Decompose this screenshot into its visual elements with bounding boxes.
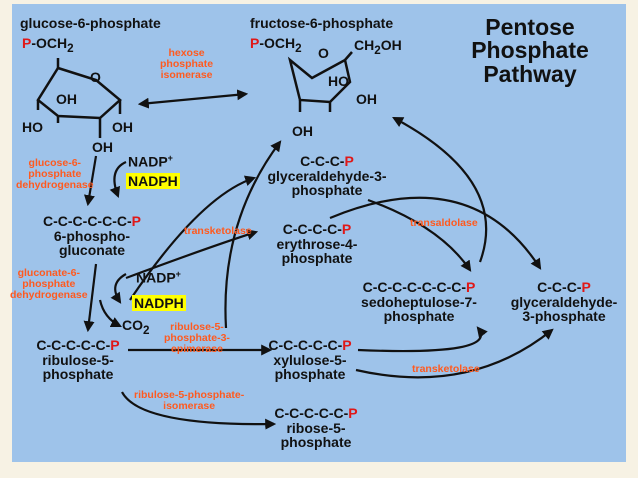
g6p-oh-bottom: OH xyxy=(92,139,113,155)
g6p-name: glucose-6-phosphate xyxy=(20,15,161,31)
g6p-phosphate-group: P-OCH2 xyxy=(22,35,74,55)
f6p-phosphate-group: P-OCH2 xyxy=(250,35,302,55)
enzyme-transketolase-1: transketolase xyxy=(184,225,252,237)
arrow-co2 xyxy=(98,299,122,327)
f6p-oh-bottom: OH xyxy=(292,123,313,139)
arrow-gluconate-dh xyxy=(83,263,98,333)
compound-ribulose-5-phosphate: C-C-C-C-C-P ribulose-5- phosphate xyxy=(36,337,120,383)
arrow-g6pdh xyxy=(84,155,98,207)
glucose-ring-stubs xyxy=(36,58,122,138)
enzyme-hexose-isomerase: hexose phosphate isomerase xyxy=(160,47,214,82)
page-title: Pentose Phosphate Pathway xyxy=(458,14,602,87)
arrow-nadp-2 xyxy=(110,273,127,304)
f6p-name: fructose-6-phosphate xyxy=(250,15,394,31)
arrow-hexose-isomerase xyxy=(137,89,249,109)
g6p-ho-left: HO xyxy=(22,119,43,135)
enzyme-isomerase: ribulose-5-phosphate- isomerase xyxy=(134,389,245,413)
enzyme-transketolase-2: transketolase xyxy=(412,363,480,375)
f6p-ring-o: O xyxy=(318,45,329,61)
arrow-transaldolase-b xyxy=(329,196,542,270)
g6p-oh-right: OH xyxy=(112,119,133,135)
f6p-p: P xyxy=(250,35,260,51)
enzyme-epimerase: ribulose-5- phosphate-3- epimerase xyxy=(164,321,230,356)
arrow-transketolase-1a xyxy=(129,175,257,301)
compound-6-phosphogluconate: C-C-C-C-C-C-P 6-phospho- gluconate xyxy=(43,213,141,259)
title-line-2: Phosphate xyxy=(471,37,589,64)
cofactor-co2: CO2 xyxy=(122,317,150,337)
compound-ribose-5-phosphate: C-C-C-C-C-P ribose-5- phosphate xyxy=(274,405,358,451)
arrow-xylulose-to-f6p xyxy=(224,140,282,329)
compound-sedoheptulose-7-phosphate: C-C-C-C-C-C-C-P sedoheptulose-7- phospha… xyxy=(361,279,477,325)
glucose-ring xyxy=(36,66,122,120)
arrow-transaldolase-a xyxy=(367,198,472,272)
arrow-transketolase-2a xyxy=(355,328,554,379)
f6p-ch2oh: CH2OH xyxy=(354,37,402,57)
g6p-p: P xyxy=(22,35,32,51)
f6p-oh-right: OH xyxy=(356,91,377,107)
enzyme-gluconate-dh: gluconate-6- phosphate dehydrogenase xyxy=(10,267,88,302)
enzyme-g6pdh: glucose-6- phosphate dehydrogenase xyxy=(16,157,94,192)
g6p-oh-top: OH xyxy=(56,91,77,107)
compound-glyceraldehyde-3-phosphate-right: C-C-C-P glyceraldehyde- 3-phosphate xyxy=(510,279,618,325)
cofactor-nadp-2: NADP+ xyxy=(136,269,181,286)
arrow-loop-to-f6p xyxy=(392,116,488,263)
title-line-1: Pentose xyxy=(485,14,575,40)
title-line-3: Pathway xyxy=(483,60,577,87)
compound-erythrose-4-phosphate: C-C-C-C-P erythrose-4- phosphate xyxy=(276,221,358,267)
cofactor-nadph-1: NADPH xyxy=(126,173,180,189)
cofactor-nadp-1: NADP+ xyxy=(128,153,173,170)
enzyme-transaldolase: transaldolase xyxy=(410,217,478,229)
compound-xylulose-5-phosphate: C-C-C-C-C-P xylulose-5- phosphate xyxy=(268,337,352,383)
arrow-transketolase-1b xyxy=(125,229,259,280)
arrow-nadp-1 xyxy=(109,160,127,199)
cofactor-nadph-2: NADPH xyxy=(132,295,186,311)
g6p-ring-o: O xyxy=(90,69,101,85)
fructose-ring-stubs xyxy=(298,51,353,112)
f6p-ho: HO xyxy=(328,73,349,89)
arrow-isomerase xyxy=(121,391,277,430)
arrow-transketolase-2b xyxy=(357,326,488,353)
diagram-panel xyxy=(12,4,626,462)
compound-glyceraldehyde-3-phosphate-top: C-C-C-P glyceraldehyde-3- phosphate xyxy=(267,153,387,199)
